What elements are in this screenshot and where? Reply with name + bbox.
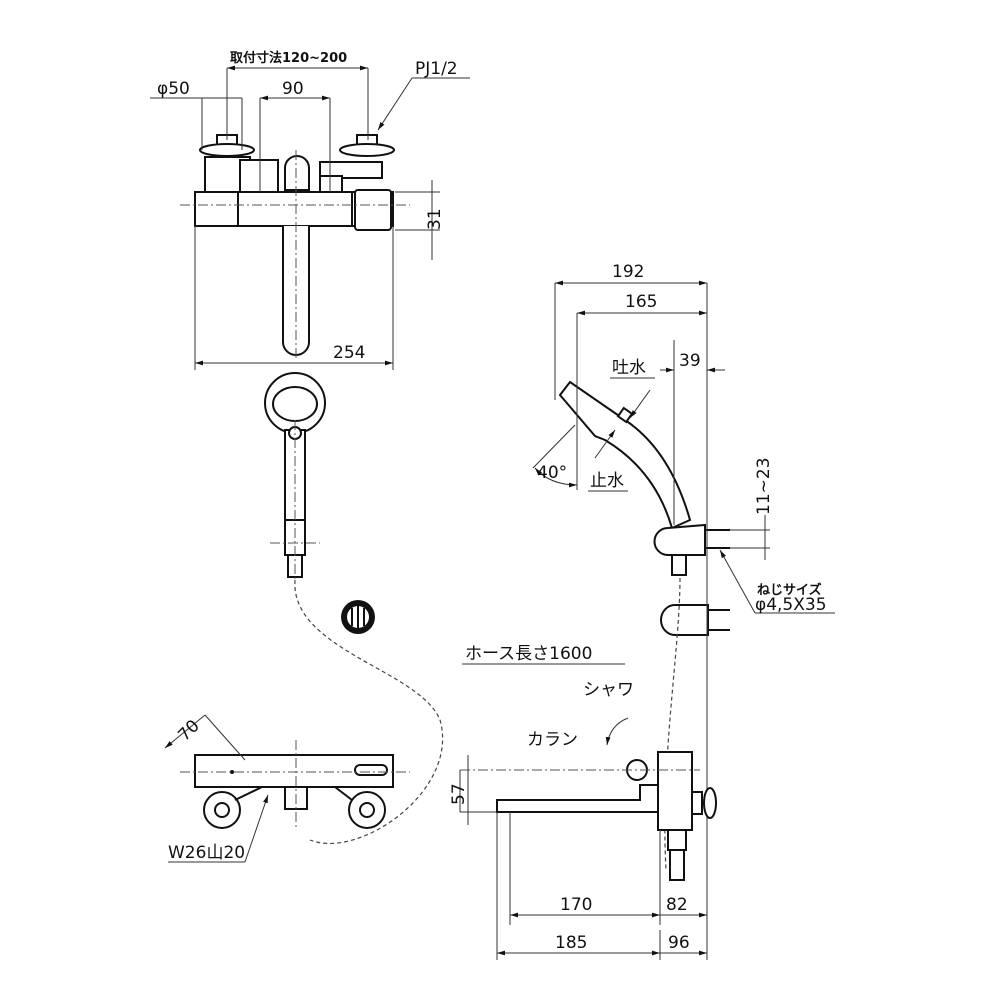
screw-size-value: φ4,5X35 <box>755 595 827 615</box>
temperature-handle <box>354 189 392 231</box>
mount-pitch-label: 取付寸法120~200 <box>230 50 347 66</box>
length-total-label: 192 <box>612 262 644 282</box>
spout-length-label: 170 <box>560 895 592 915</box>
front-view-faucet <box>180 740 410 830</box>
offset-label: 39 <box>679 351 701 371</box>
side-view-dimensions: 57 170 82 185 96 <box>449 755 707 960</box>
stop-label: 止水 <box>590 471 624 491</box>
screw-size-label: ねじサイズ <box>757 582 822 598</box>
body-width-label: 254 <box>333 343 365 363</box>
center-distance-label: 90 <box>282 79 304 99</box>
spout-label: カラン <box>527 730 578 750</box>
angle-label: 40° <box>537 463 567 483</box>
length-head-label: 165 <box>625 292 657 312</box>
spout <box>496 784 661 813</box>
hose-section <box>341 600 375 634</box>
hose-dashed <box>294 579 443 845</box>
hook-range-label: 11~23 <box>754 457 774 515</box>
top-view-faucet <box>180 134 410 360</box>
connector-label: W26山20 <box>168 843 245 863</box>
top-view-dimensions: 取付寸法120~200 φ50 90 PJ1/2 31 254 <box>150 50 470 370</box>
side-view-faucet <box>460 751 717 881</box>
inlet-diameter-label: φ50 <box>157 79 190 99</box>
side-body <box>657 751 693 831</box>
body-height-label: 31 <box>425 208 445 230</box>
shower-head-side <box>558 380 730 871</box>
total-spout-label: 185 <box>555 933 587 953</box>
front-view-dimensions: 70 W26山20 <box>164 714 269 863</box>
wall-offset-label: 82 <box>666 895 688 915</box>
total-offset-label: 96 <box>668 933 690 953</box>
spray-label: 吐水 <box>612 358 646 378</box>
shower-label: シャワ <box>583 680 634 700</box>
shower-head-front <box>264 372 443 845</box>
thread-label: PJ1/2 <box>415 59 458 79</box>
hose-length-label: ホース長さ1600 <box>465 644 592 664</box>
spout-height-label: 57 <box>449 783 469 805</box>
shower-dimensions: 192 165 吐水 39 40° 止水 11~23 ねじサイズ φ4,5X35 <box>532 262 835 960</box>
depth-label: 70 <box>174 716 203 745</box>
